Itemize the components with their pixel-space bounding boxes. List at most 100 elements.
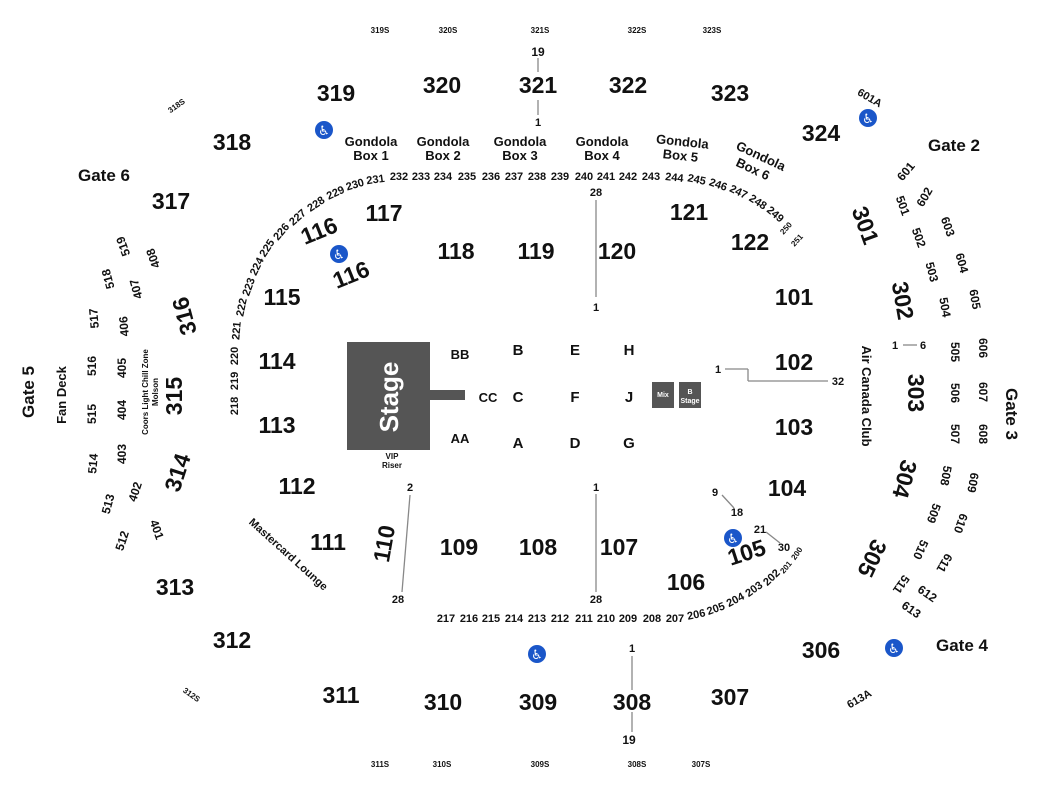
floor-row[interactable]: B: [513, 342, 524, 359]
section-203[interactable]: 203: [743, 579, 765, 599]
section-405[interactable]: 405: [115, 358, 129, 378]
section-322[interactable]: 322: [609, 72, 647, 98]
section-603[interactable]: 603: [938, 215, 958, 239]
section-321[interactable]: 321: [519, 72, 558, 98]
section-242[interactable]: 242: [619, 171, 637, 183]
section-308[interactable]: 308: [613, 689, 652, 715]
section-313[interactable]: 313: [156, 574, 194, 600]
section-407[interactable]: 407: [127, 277, 146, 300]
section-310[interactable]: 310: [424, 689, 462, 715]
gondola-box-4[interactable]: Gondola: [576, 134, 629, 149]
section-231[interactable]: 231: [366, 173, 386, 187]
floor-row[interactable]: BB: [451, 347, 470, 362]
section-237[interactable]: 237: [505, 171, 523, 183]
section-303[interactable]: 303: [903, 374, 929, 412]
section-315[interactable]: 315: [161, 377, 187, 416]
section-215[interactable]: 215: [482, 613, 500, 625]
section-607[interactable]: 607: [976, 382, 990, 402]
section-320[interactable]: 320: [423, 72, 461, 98]
section-235[interactable]: 235: [458, 171, 476, 183]
section-505[interactable]: 505: [948, 342, 962, 362]
section-306[interactable]: 306: [802, 637, 840, 663]
section-230[interactable]: 230: [345, 177, 366, 194]
section-408[interactable]: 408: [143, 246, 163, 270]
section-512[interactable]: 512: [112, 529, 132, 553]
section-211[interactable]: 211: [575, 613, 593, 625]
section-228[interactable]: 228: [305, 194, 327, 214]
section-216[interactable]: 216: [460, 613, 478, 625]
gondola-box-2[interactable]: Gondola: [417, 134, 470, 149]
section-511[interactable]: 511: [890, 572, 913, 596]
section-207[interactable]: 207: [666, 613, 684, 625]
floor-row[interactable]: F: [570, 389, 579, 406]
section-515[interactable]: 515: [85, 404, 99, 424]
section-122[interactable]: 122: [731, 229, 769, 255]
section-323s[interactable]: 323S: [703, 26, 722, 35]
section-311[interactable]: 311: [322, 682, 359, 708]
section-218[interactable]: 218: [229, 397, 241, 415]
section-605[interactable]: 605: [966, 288, 983, 310]
floor-row[interactable]: C: [513, 389, 524, 406]
section-233[interactable]: 233: [412, 171, 430, 183]
section-104[interactable]: 104: [768, 475, 807, 501]
section-112[interactable]: 112: [278, 473, 315, 499]
section-502[interactable]: 502: [909, 226, 929, 250]
section-246[interactable]: 246: [707, 177, 728, 194]
gondola-box-1[interactable]: Gondola: [345, 134, 398, 149]
floor-row[interactable]: G: [623, 435, 635, 452]
section-510[interactable]: 510: [910, 538, 931, 562]
section-312s[interactable]: 312S: [181, 686, 202, 704]
section-238[interactable]: 238: [528, 171, 546, 183]
gondola-box-3-b[interactable]: Box 3: [502, 148, 537, 163]
section-251[interactable]: 251: [789, 232, 805, 248]
section-602[interactable]: 602: [913, 185, 935, 210]
section-322s[interactable]: 322S: [628, 26, 647, 35]
section-514[interactable]: 514: [85, 453, 101, 474]
section-245[interactable]: 245: [686, 172, 706, 188]
section-318[interactable]: 318: [213, 129, 252, 155]
floor-row[interactable]: CC: [479, 390, 498, 405]
section-113[interactable]: 113: [258, 412, 295, 438]
section-205[interactable]: 205: [705, 600, 726, 618]
section-121[interactable]: 121: [670, 199, 709, 225]
section-114[interactable]: 114: [258, 348, 295, 374]
section-404[interactable]: 404: [115, 400, 129, 420]
section-323[interactable]: 323: [711, 80, 749, 106]
section-223[interactable]: 223: [240, 276, 258, 297]
section-115[interactable]: 115: [263, 284, 300, 310]
section-406[interactable]: 406: [116, 315, 132, 336]
section-119[interactable]: 119: [517, 238, 554, 264]
section-200[interactable]: 200: [789, 545, 804, 562]
section-206[interactable]: 206: [686, 607, 706, 623]
floor-row[interactable]: A: [513, 435, 524, 452]
section-301[interactable]: 301: [847, 203, 885, 248]
section-249[interactable]: 249: [764, 204, 786, 225]
section-240[interactable]: 240: [575, 171, 593, 183]
section-209[interactable]: 209: [619, 613, 637, 625]
section-244[interactable]: 244: [665, 171, 685, 185]
section-310s[interactable]: 310S: [433, 760, 452, 769]
floor-row[interactable]: J: [625, 389, 633, 406]
section-324[interactable]: 324: [802, 120, 841, 146]
section-401[interactable]: 401: [147, 518, 167, 542]
floor-row[interactable]: AA: [451, 431, 470, 446]
section-226[interactable]: 226: [271, 221, 292, 243]
section-250[interactable]: 250: [778, 220, 794, 236]
section-519[interactable]: 519: [113, 234, 133, 258]
section-109[interactable]: 109: [440, 534, 478, 560]
section-120[interactable]: 120: [598, 238, 636, 264]
section-606[interactable]: 606: [976, 338, 990, 358]
section-103[interactable]: 103: [775, 414, 813, 440]
section-504[interactable]: 504: [936, 296, 953, 318]
section-232[interactable]: 232: [390, 171, 408, 183]
floor-row[interactable]: H: [624, 342, 635, 359]
section-309s[interactable]: 309S: [531, 760, 550, 769]
section-613[interactable]: 613: [899, 598, 924, 621]
section-319s[interactable]: 319S: [371, 26, 390, 35]
section-243[interactable]: 243: [642, 171, 660, 183]
section-118[interactable]: 118: [437, 238, 474, 264]
section-210[interactable]: 210: [597, 613, 615, 625]
section-609[interactable]: 609: [964, 472, 981, 494]
section-508[interactable]: 508: [937, 465, 954, 487]
section-204[interactable]: 204: [725, 590, 748, 610]
